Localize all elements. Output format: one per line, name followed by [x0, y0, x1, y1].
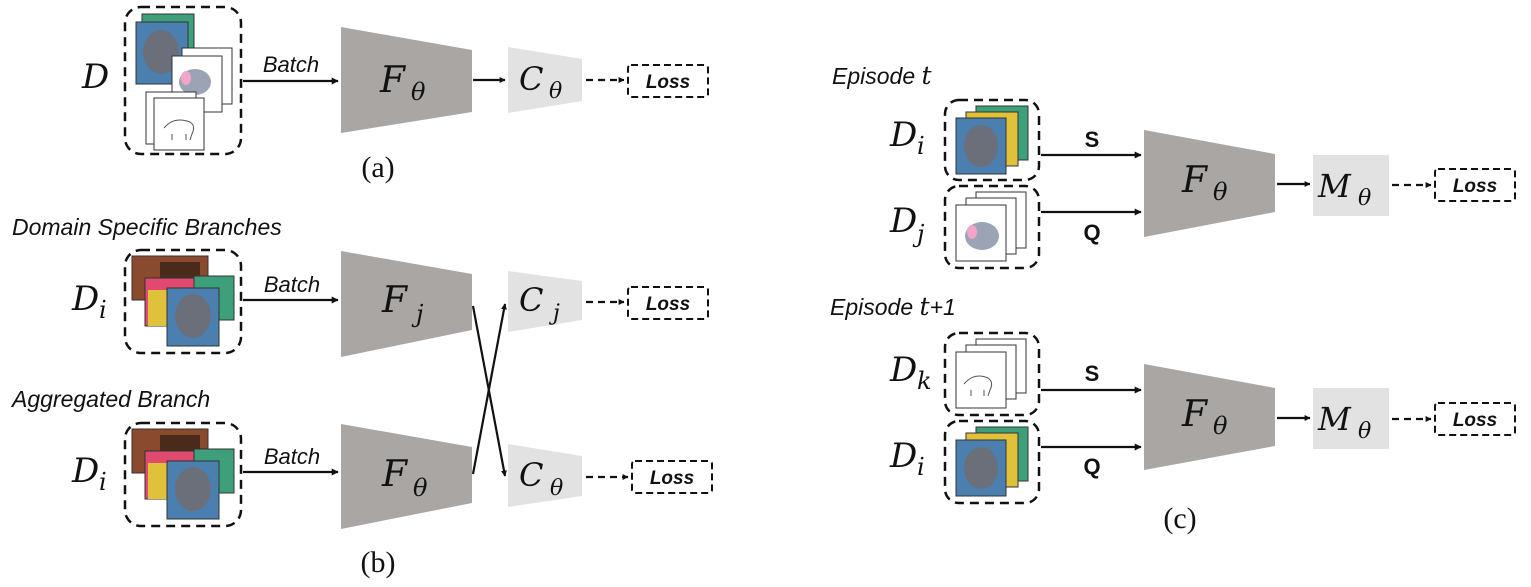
panel-b: Domain Specific Branches D i Batch F j C…: [10, 214, 713, 579]
encoder-c1: [1144, 130, 1275, 237]
elephant-sketch-icon: [955, 351, 1007, 409]
metric-label-c1: M: [1317, 167, 1352, 205]
elephant-photo-icon: [143, 30, 179, 74]
support-sub-t: i: [917, 132, 925, 160]
support-label-t1: D: [889, 350, 917, 390]
encoder-sub-c2: θ: [1213, 412, 1228, 440]
image-stack-b1: [131, 255, 235, 347]
image-stack-b2: [131, 428, 235, 520]
elephant-cartoon-icon: [967, 225, 977, 239]
encoder-c2: [1144, 364, 1275, 470]
panel-c: Episode t D i D j S Q F θ M θ: [830, 61, 1516, 535]
dataset-label-b2: D: [71, 451, 99, 491]
classifier-sub-b2: θ: [550, 476, 563, 501]
encoder-label-c1: F: [1181, 160, 1209, 201]
query-box-t: [943, 184, 1041, 270]
classifier-label-a: C: [519, 60, 543, 98]
elephant-photo-icon: [964, 447, 998, 489]
support-box-t: [943, 98, 1041, 182]
encoder-label-a: F: [379, 60, 407, 101]
support-edge-label-t1: S: [1085, 361, 1100, 386]
classifier-a: [508, 47, 582, 113]
caption-c: (c): [1163, 502, 1196, 535]
query-images-t1: [955, 426, 1029, 497]
encoder-b2: [341, 424, 472, 529]
metric-head-c1: [1313, 155, 1389, 216]
elephant-photo-icon: [964, 125, 998, 167]
metric-head-c2: [1313, 388, 1389, 449]
encoder-b1: [341, 251, 472, 357]
batch-label-b2: Batch: [264, 444, 320, 469]
elephant-sketch-icon: [963, 375, 993, 397]
batch-label-b1: Batch: [264, 272, 320, 297]
dataset-sub-b1: i: [99, 296, 107, 324]
query-images-t: [955, 191, 1027, 262]
loss-label-b2: Loss: [650, 468, 694, 489]
dataset-sub-b2: i: [99, 468, 107, 496]
query-edge-label-t: Q: [1083, 220, 1100, 245]
encoder-label-b2: F: [381, 454, 409, 495]
batch-label-a: Batch: [263, 52, 319, 77]
dataset-label-b1: D: [71, 279, 99, 319]
panel-a: D Batch F θ C θ Loss (a): [81, 5, 709, 184]
elephant-sketch-icon: [153, 97, 205, 151]
episode-title-t: Episode t: [832, 61, 933, 90]
loss-label-c1: Loss: [1453, 176, 1497, 197]
classifier-sub-a: θ: [549, 79, 562, 104]
dataset-box-a: [123, 5, 243, 156]
loss-box-c1: [1434, 168, 1516, 202]
support-edge-label-t: S: [1085, 127, 1100, 152]
support-label-t: D: [889, 115, 917, 155]
encoder-sub-a: θ: [411, 78, 426, 106]
support-images-t1: [955, 338, 1027, 409]
classifier-label-b2: C: [519, 456, 543, 494]
caption-b: (b): [361, 546, 396, 579]
query-sub-t1: i: [917, 453, 925, 481]
loss-box-b2: [631, 460, 713, 494]
image-stack-a: [135, 13, 233, 151]
elephant-photo-icon: [175, 467, 211, 511]
metric-sub-c2: θ: [1358, 419, 1371, 444]
elephant-cartoon-icon: [181, 71, 191, 85]
query-box-t1: [943, 419, 1041, 505]
dataset-box-b1: [123, 248, 243, 355]
encoder-label-c2: F: [1181, 394, 1209, 435]
elephant-sketch-icon: [163, 119, 195, 141]
dataset-box-b2: [123, 421, 243, 528]
metric-sub-c1: θ: [1358, 186, 1371, 211]
loss-box-c2: [1434, 402, 1516, 436]
query-label-t: D: [889, 201, 917, 241]
encoder-sub-c1: θ: [1213, 178, 1228, 206]
query-label-t1: D: [889, 436, 917, 476]
query-edge-label-t1: Q: [1083, 454, 1100, 479]
caption-a: (a): [361, 151, 394, 184]
episode-title-t1: Episode t+1: [830, 292, 956, 321]
classifier-b1: [508, 271, 582, 332]
encoder-sub-b2: θ: [413, 474, 428, 502]
encoder-label-b1: F: [381, 280, 409, 321]
loss-box-b1: [627, 286, 709, 320]
support-sub-t1: k: [917, 367, 932, 395]
support-box-t1: [943, 331, 1041, 417]
metric-label-c2: M: [1317, 400, 1352, 438]
classifier-b2: [508, 444, 582, 507]
loss-label-c2: Loss: [1453, 410, 1497, 431]
encoder-a: [341, 27, 472, 133]
dataset-label-a: D: [81, 57, 109, 97]
support-images-t: [955, 105, 1029, 175]
classifier-label-b1: C: [519, 281, 543, 319]
branch-title-aggregated: Aggregated Branch: [10, 386, 210, 412]
elephant-photo-icon: [175, 294, 211, 338]
branch-title-specific: Domain Specific Branches: [12, 214, 282, 240]
loss-label-b1: Loss: [646, 294, 690, 315]
cross-arrow-aggregated-to-specific-head: [471, 303, 507, 475]
loss-box-a: [627, 64, 709, 98]
loss-label-a: Loss: [646, 72, 690, 93]
